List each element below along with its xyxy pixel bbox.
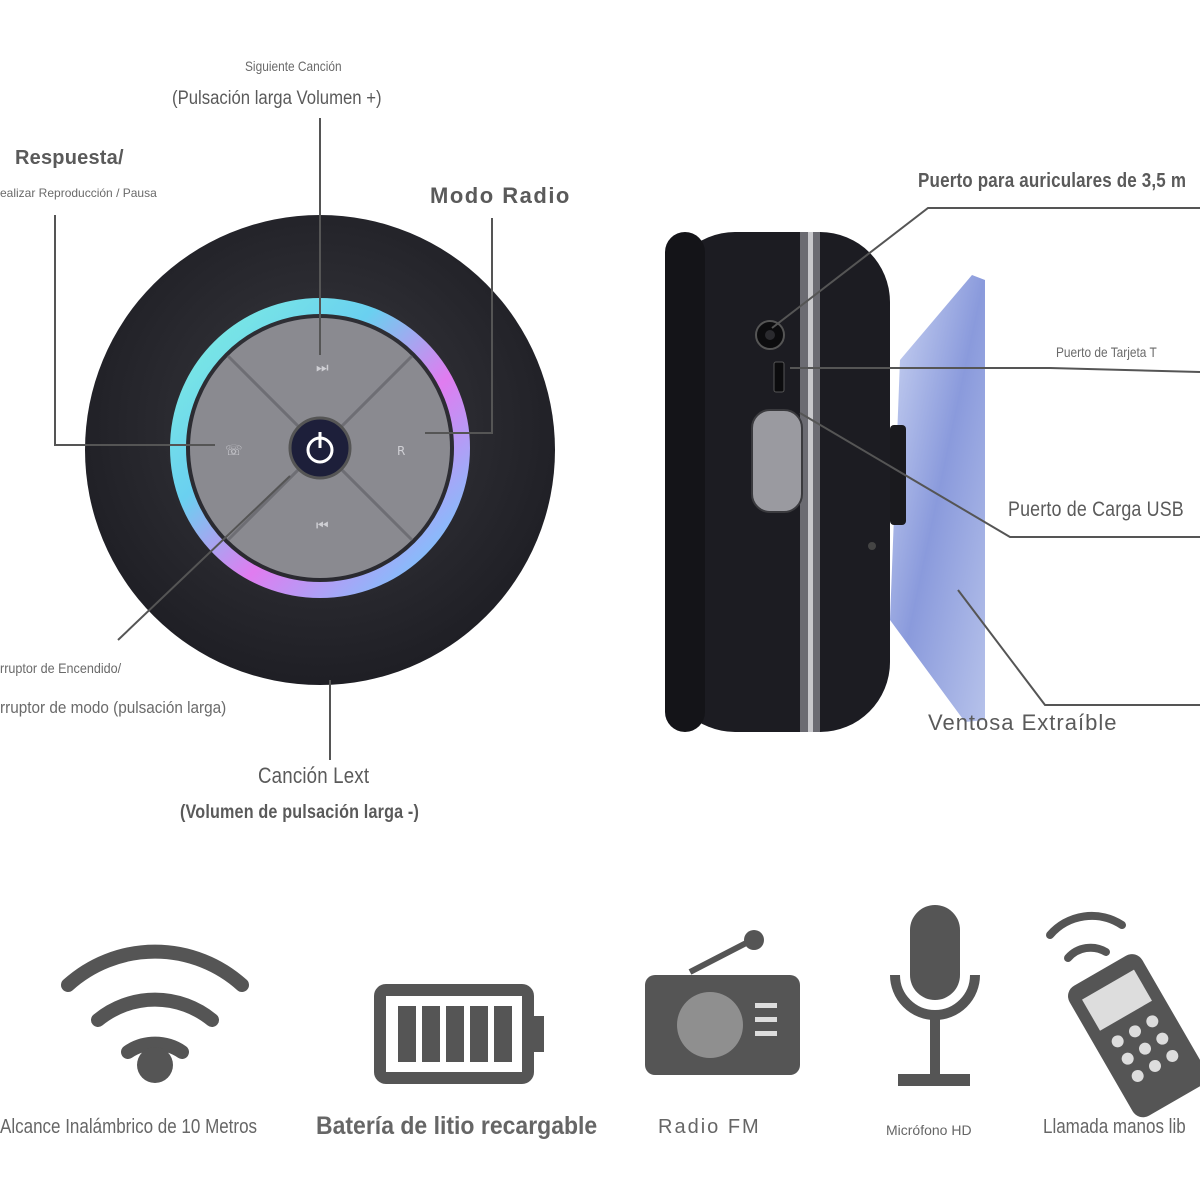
label-tf-card-port: Puerto de Tarjeta T	[1056, 344, 1157, 360]
label-power-1: rruptor de Encendido/	[0, 660, 122, 676]
label-power-2: rruptor de modo (pulsación larga)	[0, 698, 227, 717]
microphone-icon	[890, 905, 980, 1086]
label-prev-song: Canción Lext	[258, 763, 370, 788]
label-suction-cup: Ventosa Extraíble	[928, 710, 1118, 735]
caption-wireless-range: Alcance Inalámbrico de 10 Metros	[0, 1116, 258, 1138]
label-respuesta-sub: ealizar Reproducción / Pausa	[0, 186, 157, 200]
svg-text:R: R	[397, 444, 405, 458]
wifi-icon	[61, 944, 249, 1083]
side-callout-lines	[771, 207, 1200, 706]
phone-icon	[1046, 911, 1200, 1118]
caption-hands-free: Llamada manos lib	[1043, 1116, 1186, 1138]
label-usb-port: Puerto de Carga USB	[1008, 498, 1184, 521]
label-headphone-port: Puerto para auriculares de 3,5 m	[918, 170, 1187, 192]
label-respuesta: Respuesta/	[15, 147, 124, 169]
speaker-front-view: ⏭ ⏮ ☏ R	[85, 215, 555, 685]
caption-fm-radio: Radio FM	[658, 1116, 761, 1138]
caption-hd-microphone: Micrófono HD	[886, 1122, 972, 1138]
radio-icon	[645, 930, 800, 1075]
battery-icon	[374, 984, 544, 1084]
speaker-side-view	[665, 232, 985, 732]
label-next-song-long: (Pulsación larga Volumen +)	[172, 88, 382, 109]
front-callout-lines	[54, 118, 493, 760]
label-next-song: Siguiente Canción	[245, 58, 342, 74]
svg-text:⏭: ⏭	[316, 360, 329, 376]
svg-text:☏: ☏	[225, 443, 243, 459]
svg-text:⏮: ⏮	[316, 518, 329, 534]
caption-battery: Batería de litio recargable	[316, 1112, 598, 1140]
label-prev-song-long: (Volumen de pulsación larga -)	[180, 802, 420, 823]
label-modo-radio: Modo Radio	[430, 183, 571, 208]
